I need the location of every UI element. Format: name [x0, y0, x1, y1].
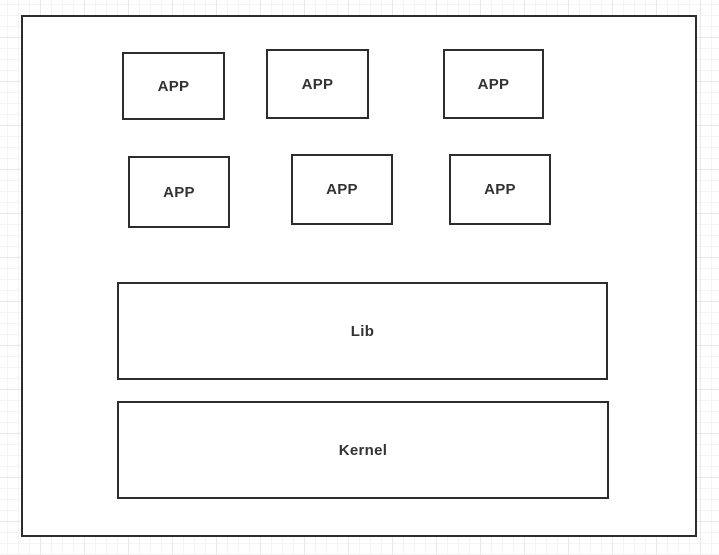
lib-layer-label: Lib [350, 322, 375, 340]
app-node-6: APP [449, 154, 551, 225]
app-node-label: APP [326, 181, 358, 198]
app-node-4: APP [128, 156, 230, 228]
kernel-layer-label: Kernel [338, 441, 388, 459]
app-node-3: APP [443, 49, 544, 119]
app-node-1: APP [122, 52, 225, 120]
kernel-layer-node: Kernel [117, 401, 609, 499]
app-node-label: APP [163, 183, 195, 201]
app-node-label: APP [484, 181, 516, 198]
lib-layer-node: Lib [117, 282, 608, 380]
app-node-5: APP [291, 154, 393, 225]
app-node-2: APP [266, 49, 369, 119]
app-node-label: APP [157, 77, 190, 95]
app-node-label: APP [301, 75, 334, 93]
app-node-label: APP [477, 75, 510, 93]
